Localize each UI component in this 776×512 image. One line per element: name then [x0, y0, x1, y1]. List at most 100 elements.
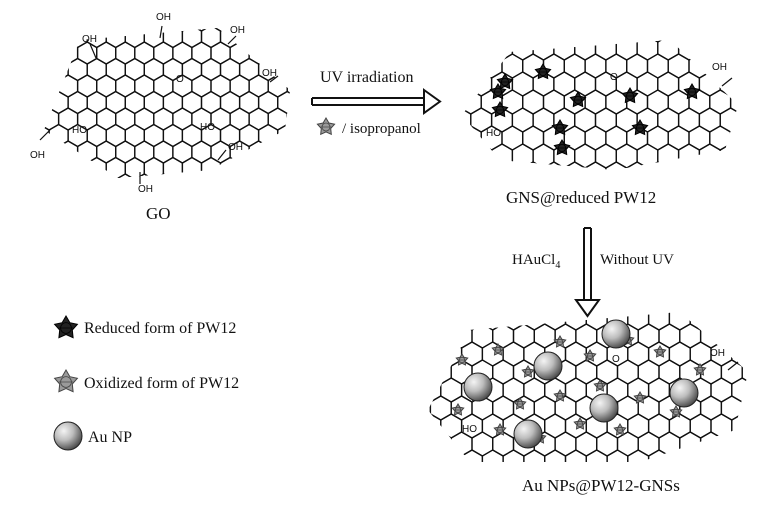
hex-ring	[428, 449, 442, 462]
hex-ring	[460, 449, 484, 462]
reduced-pw12-cluster	[631, 119, 649, 136]
hex-ring	[57, 173, 79, 178]
hex-ring	[286, 74, 290, 98]
hex-ring	[210, 28, 231, 32]
step2-reagent-subscript: 4	[555, 260, 560, 271]
oxidized-pw12-cluster	[693, 362, 707, 376]
hex-ring	[429, 431, 452, 457]
hex-ring	[688, 40, 711, 43]
hex-ring	[44, 90, 50, 115]
reduced-pw12-cluster	[553, 139, 571, 156]
oxidized-pw12-cluster	[491, 342, 505, 356]
cooh-group: OH	[262, 68, 279, 83]
hex-ring	[96, 173, 117, 178]
hex-ring	[709, 40, 732, 43]
gns-honeycomb-lattice	[440, 18, 738, 170]
hex-ring	[544, 449, 567, 462]
hex-ring	[219, 156, 241, 178]
hex-ring	[44, 28, 60, 32]
hex-ring	[57, 28, 79, 32]
hex-ring	[57, 140, 79, 164]
cooh-label: OH	[156, 12, 171, 23]
hex-ring	[191, 173, 212, 178]
oxidized-pw12-cluster	[451, 402, 465, 416]
hex-ring	[267, 28, 288, 32]
go-honeycomb-lattice	[21, 28, 290, 178]
oxidized-pw12-cluster	[455, 352, 469, 366]
hex-ring	[462, 161, 482, 170]
hex-ring	[44, 57, 50, 82]
hex-ring	[731, 449, 748, 462]
hex-ring	[86, 156, 107, 178]
hex-ring	[658, 312, 681, 313]
hex-ring	[21, 75, 40, 97]
hex-ring	[440, 126, 461, 150]
hex-ring	[667, 40, 690, 43]
hex-ring	[471, 312, 494, 313]
hex-ring	[719, 143, 738, 169]
hex-ring	[462, 53, 482, 79]
hex-ring	[729, 125, 738, 151]
au-nanoparticles	[463, 319, 699, 449]
hex-ring	[440, 18, 461, 42]
hex-ring	[511, 143, 534, 169]
hex-ring	[428, 312, 432, 313]
hex-ring	[729, 53, 738, 79]
hex-ring	[277, 28, 290, 49]
hex-ring	[698, 40, 721, 61]
hex-ring	[428, 312, 442, 331]
hex-ring	[627, 449, 650, 462]
legend-item-reduced: Reduced form of PW12	[84, 320, 236, 337]
hex-ring	[462, 143, 472, 169]
hex-ring	[200, 156, 222, 178]
hex-ring	[277, 156, 290, 178]
hex-ring	[501, 161, 524, 170]
hex-ring	[731, 413, 748, 439]
hex-ring	[606, 449, 629, 462]
hex-ring	[162, 156, 184, 178]
hex-ring	[523, 449, 546, 462]
hex-ring	[286, 173, 290, 178]
legend: Reduced form of PW12 Oxidized form of PW…	[53, 315, 239, 451]
hex-ring	[668, 449, 691, 462]
hex-ring	[729, 40, 738, 43]
gold-sphere-legend-icon	[53, 421, 83, 451]
hex-ring	[248, 140, 269, 164]
epoxy-group: O	[176, 74, 184, 85]
hex-ring	[428, 413, 442, 439]
step1-arrow	[311, 88, 442, 115]
hex-ring	[729, 161, 738, 170]
hex-ring	[480, 161, 503, 170]
hex-ring	[481, 449, 504, 462]
hex-ring	[554, 312, 577, 313]
hex-ring	[143, 156, 165, 178]
cooh-group: OH	[82, 34, 97, 59]
hex-ring	[563, 161, 586, 170]
oxidized-pw12-cluster	[613, 422, 627, 436]
hex-ring	[257, 156, 279, 178]
hydroxyl-label: HO	[462, 424, 477, 435]
oxidized-pw12-cluster	[493, 422, 507, 436]
hex-ring	[688, 161, 711, 170]
hex-ring	[584, 161, 607, 170]
hex-ring	[248, 28, 269, 32]
oxidized-pw12-icon	[316, 117, 336, 136]
hex-ring	[480, 40, 503, 43]
hex-ring	[248, 173, 269, 178]
reduced-pw12-cluster	[496, 73, 514, 90]
go-caption: GO	[146, 204, 171, 223]
epoxy-label: O	[612, 354, 620, 365]
hex-ring	[502, 449, 525, 462]
hex-ring	[481, 312, 504, 331]
hex-ring	[657, 143, 680, 169]
hex-ring	[490, 143, 514, 169]
reduced-pw12-cluster	[569, 91, 587, 108]
hex-ring	[462, 40, 472, 61]
cooh-group: OH	[227, 25, 245, 45]
hex-ring	[428, 431, 432, 457]
hex-ring	[429, 312, 452, 313]
hex-ring	[522, 161, 545, 170]
gold-sphere	[601, 319, 631, 349]
hex-ring	[191, 28, 212, 32]
hex-ring	[637, 312, 660, 313]
